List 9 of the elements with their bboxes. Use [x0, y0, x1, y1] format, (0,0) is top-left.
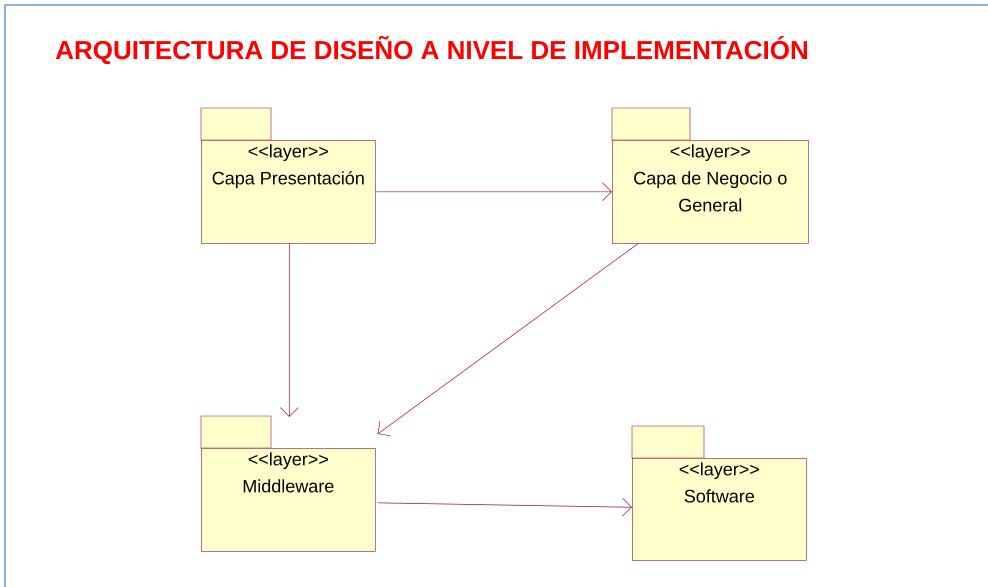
arrow [375, 182, 612, 202]
package-box: <<layer>> Middleware [200, 416, 376, 552]
title: ARQUITECTURA DE DISEÑO A NIVEL DE IMPLEMENTACIÓN [56, 36, 807, 64]
arrow [378, 243, 638, 436]
arrow [377, 498, 632, 516]
package-box: <<layer>> Capa Presentación [200, 108, 376, 244]
package-box: <<layer>> Software [632, 426, 807, 561]
arrow [280, 243, 299, 417]
package-box: <<layer>> Capa de Negocio o General [612, 108, 809, 244]
